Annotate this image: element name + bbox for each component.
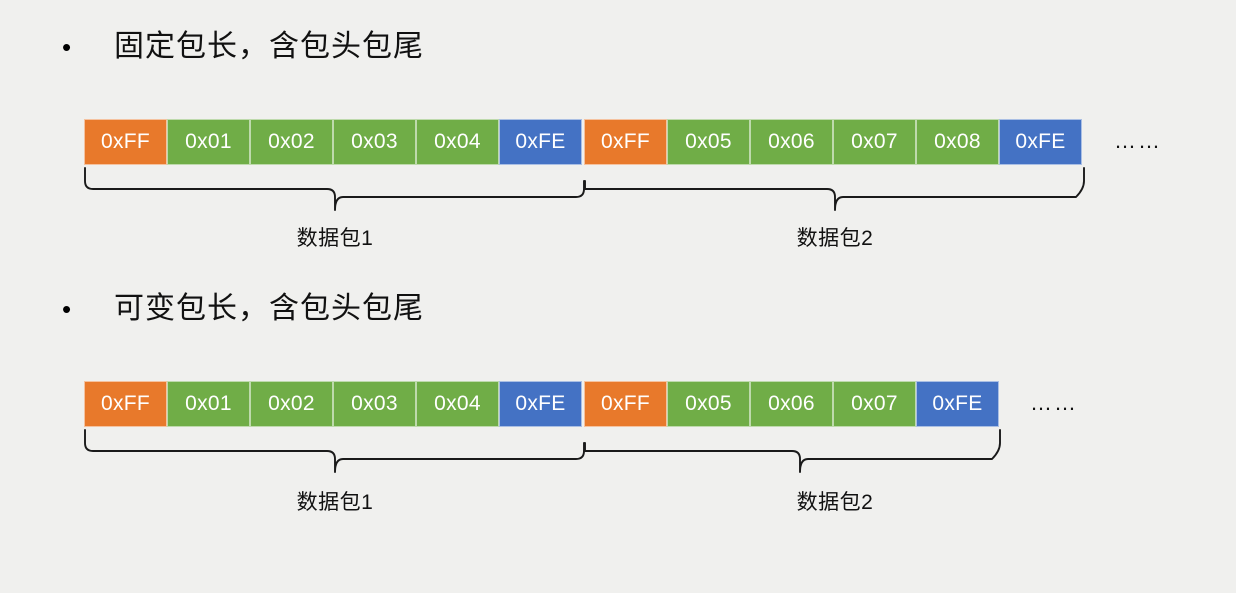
byte-strip-variable-packet-2: 0xFF 0x05 0x06 0x07 0xFE xyxy=(584,381,999,427)
byte-cell[interactable]: 0xFE xyxy=(499,381,582,427)
byte-cell[interactable]: 0xFE xyxy=(999,119,1082,165)
brace-variable-packet-2 xyxy=(584,429,1001,473)
byte-cell[interactable]: 0x05 xyxy=(667,119,750,165)
heading-text: 固定包长，含包头包尾 xyxy=(114,30,424,63)
bullet-dot-icon: • xyxy=(62,293,72,324)
trailing-ellipsis: …… xyxy=(1114,128,1162,153)
bullet-heading-variable-length: • 可变包长，含包头包尾 xyxy=(62,292,424,325)
byte-cell[interactable]: 0x04 xyxy=(416,381,499,427)
byte-cell[interactable]: 0xFF xyxy=(84,381,167,427)
bullet-heading-fixed-length: • 固定包长，含包头包尾 xyxy=(62,30,424,63)
byte-cell[interactable]: 0xFF xyxy=(84,119,167,165)
byte-cell[interactable]: 0x03 xyxy=(333,119,416,165)
byte-cell[interactable]: 0x02 xyxy=(250,381,333,427)
byte-cell[interactable]: 0xFF xyxy=(584,119,667,165)
byte-strip-fixed-packet-1: 0xFF 0x01 0x02 0x03 0x04 0xFE xyxy=(84,119,582,165)
byte-cell[interactable]: 0xFE xyxy=(916,381,999,427)
byte-cell[interactable]: 0x02 xyxy=(250,119,333,165)
byte-cell[interactable]: 0xFF xyxy=(584,381,667,427)
byte-cell[interactable]: 0x07 xyxy=(833,381,916,427)
packet-caption: 数据包1 xyxy=(296,491,374,514)
byte-cell[interactable]: 0xFE xyxy=(499,119,582,165)
bullet-dot-icon: • xyxy=(62,31,72,62)
byte-cell[interactable]: 0x06 xyxy=(750,119,833,165)
packet-caption: 数据包2 xyxy=(796,227,874,250)
byte-cell[interactable]: 0x04 xyxy=(416,119,499,165)
brace-fixed-packet-1 xyxy=(84,167,585,211)
byte-cell[interactable]: 0x01 xyxy=(167,381,250,427)
byte-cell[interactable]: 0x05 xyxy=(667,381,750,427)
byte-cell[interactable]: 0x06 xyxy=(750,381,833,427)
byte-cell[interactable]: 0x01 xyxy=(167,119,250,165)
byte-strip-variable-packet-1: 0xFF 0x01 0x02 0x03 0x04 0xFE xyxy=(84,381,582,427)
byte-cell[interactable]: 0x08 xyxy=(916,119,999,165)
byte-strip-fixed-packet-2: 0xFF 0x05 0x06 0x07 0x08 0xFE xyxy=(584,119,1082,165)
heading-text: 可变包长，含包头包尾 xyxy=(114,292,424,325)
packet-caption: 数据包1 xyxy=(296,227,374,250)
byte-cell[interactable]: 0x03 xyxy=(333,381,416,427)
brace-variable-packet-1 xyxy=(84,429,585,473)
brace-fixed-packet-2 xyxy=(584,167,1085,211)
trailing-ellipsis: …… xyxy=(1030,390,1078,415)
packet-caption: 数据包2 xyxy=(796,491,874,514)
byte-cell[interactable]: 0x07 xyxy=(833,119,916,165)
